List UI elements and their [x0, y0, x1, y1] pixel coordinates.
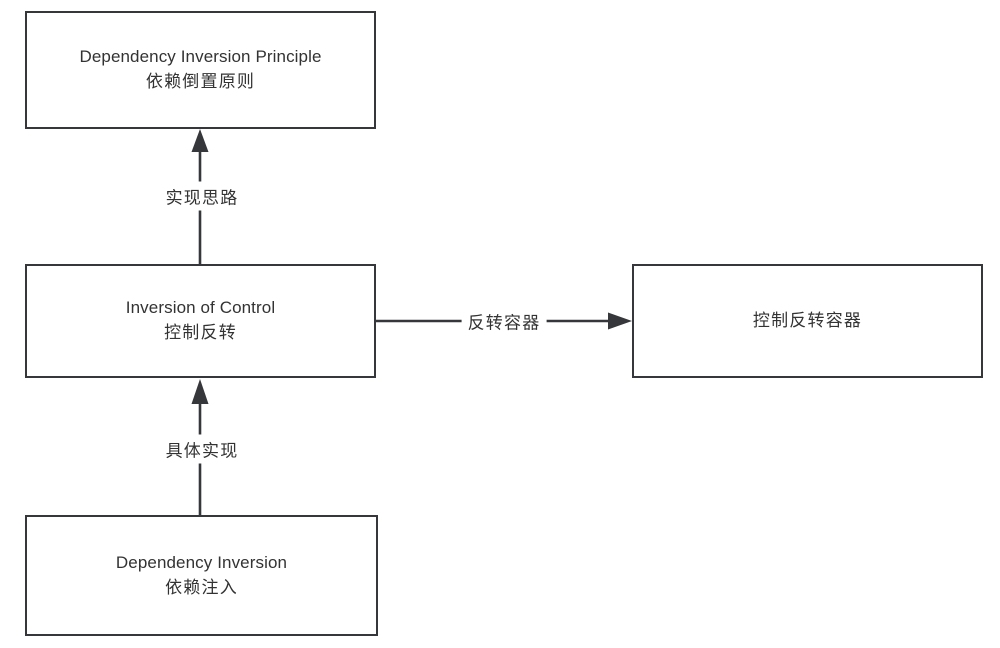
node-dependency-inversion[interactable]: Dependency Inversion 依赖注入	[25, 515, 378, 636]
node-ioc-label-en: Inversion of Control	[125, 298, 276, 318]
edge-ioc-to-container-arrowhead	[608, 312, 632, 330]
node-dependency-inversion-principle[interactable]: Dependency Inversion Principle 依赖倒置原则	[25, 11, 376, 129]
node-ioc-container[interactable]: 控制反转容器	[632, 264, 983, 378]
node-dip-label-zh: 依赖倒置原则	[145, 72, 256, 91]
node-dip-label-en: Dependency Inversion Principle	[79, 47, 322, 67]
edge-label-di-to-ioc: 具体实现	[159, 434, 245, 464]
edge-di-to-ioc-arrowhead	[191, 379, 209, 404]
edge-label-ioc-to-dip: 实现思路	[159, 181, 245, 211]
node-ioc-label-zh: 控制反转	[164, 323, 237, 342]
node-inversion-of-control[interactable]: Inversion of Control 控制反转	[25, 264, 376, 378]
node-di-label-en: Dependency Inversion	[115, 552, 288, 572]
node-di-label-zh: 依赖注入	[165, 577, 238, 597]
edge-label-ioc-to-container: 反转容器	[461, 306, 547, 336]
edge-ioc-to-dip-arrowhead	[191, 129, 209, 152]
node-container-label-zh: 控制反转容器	[752, 310, 863, 330]
